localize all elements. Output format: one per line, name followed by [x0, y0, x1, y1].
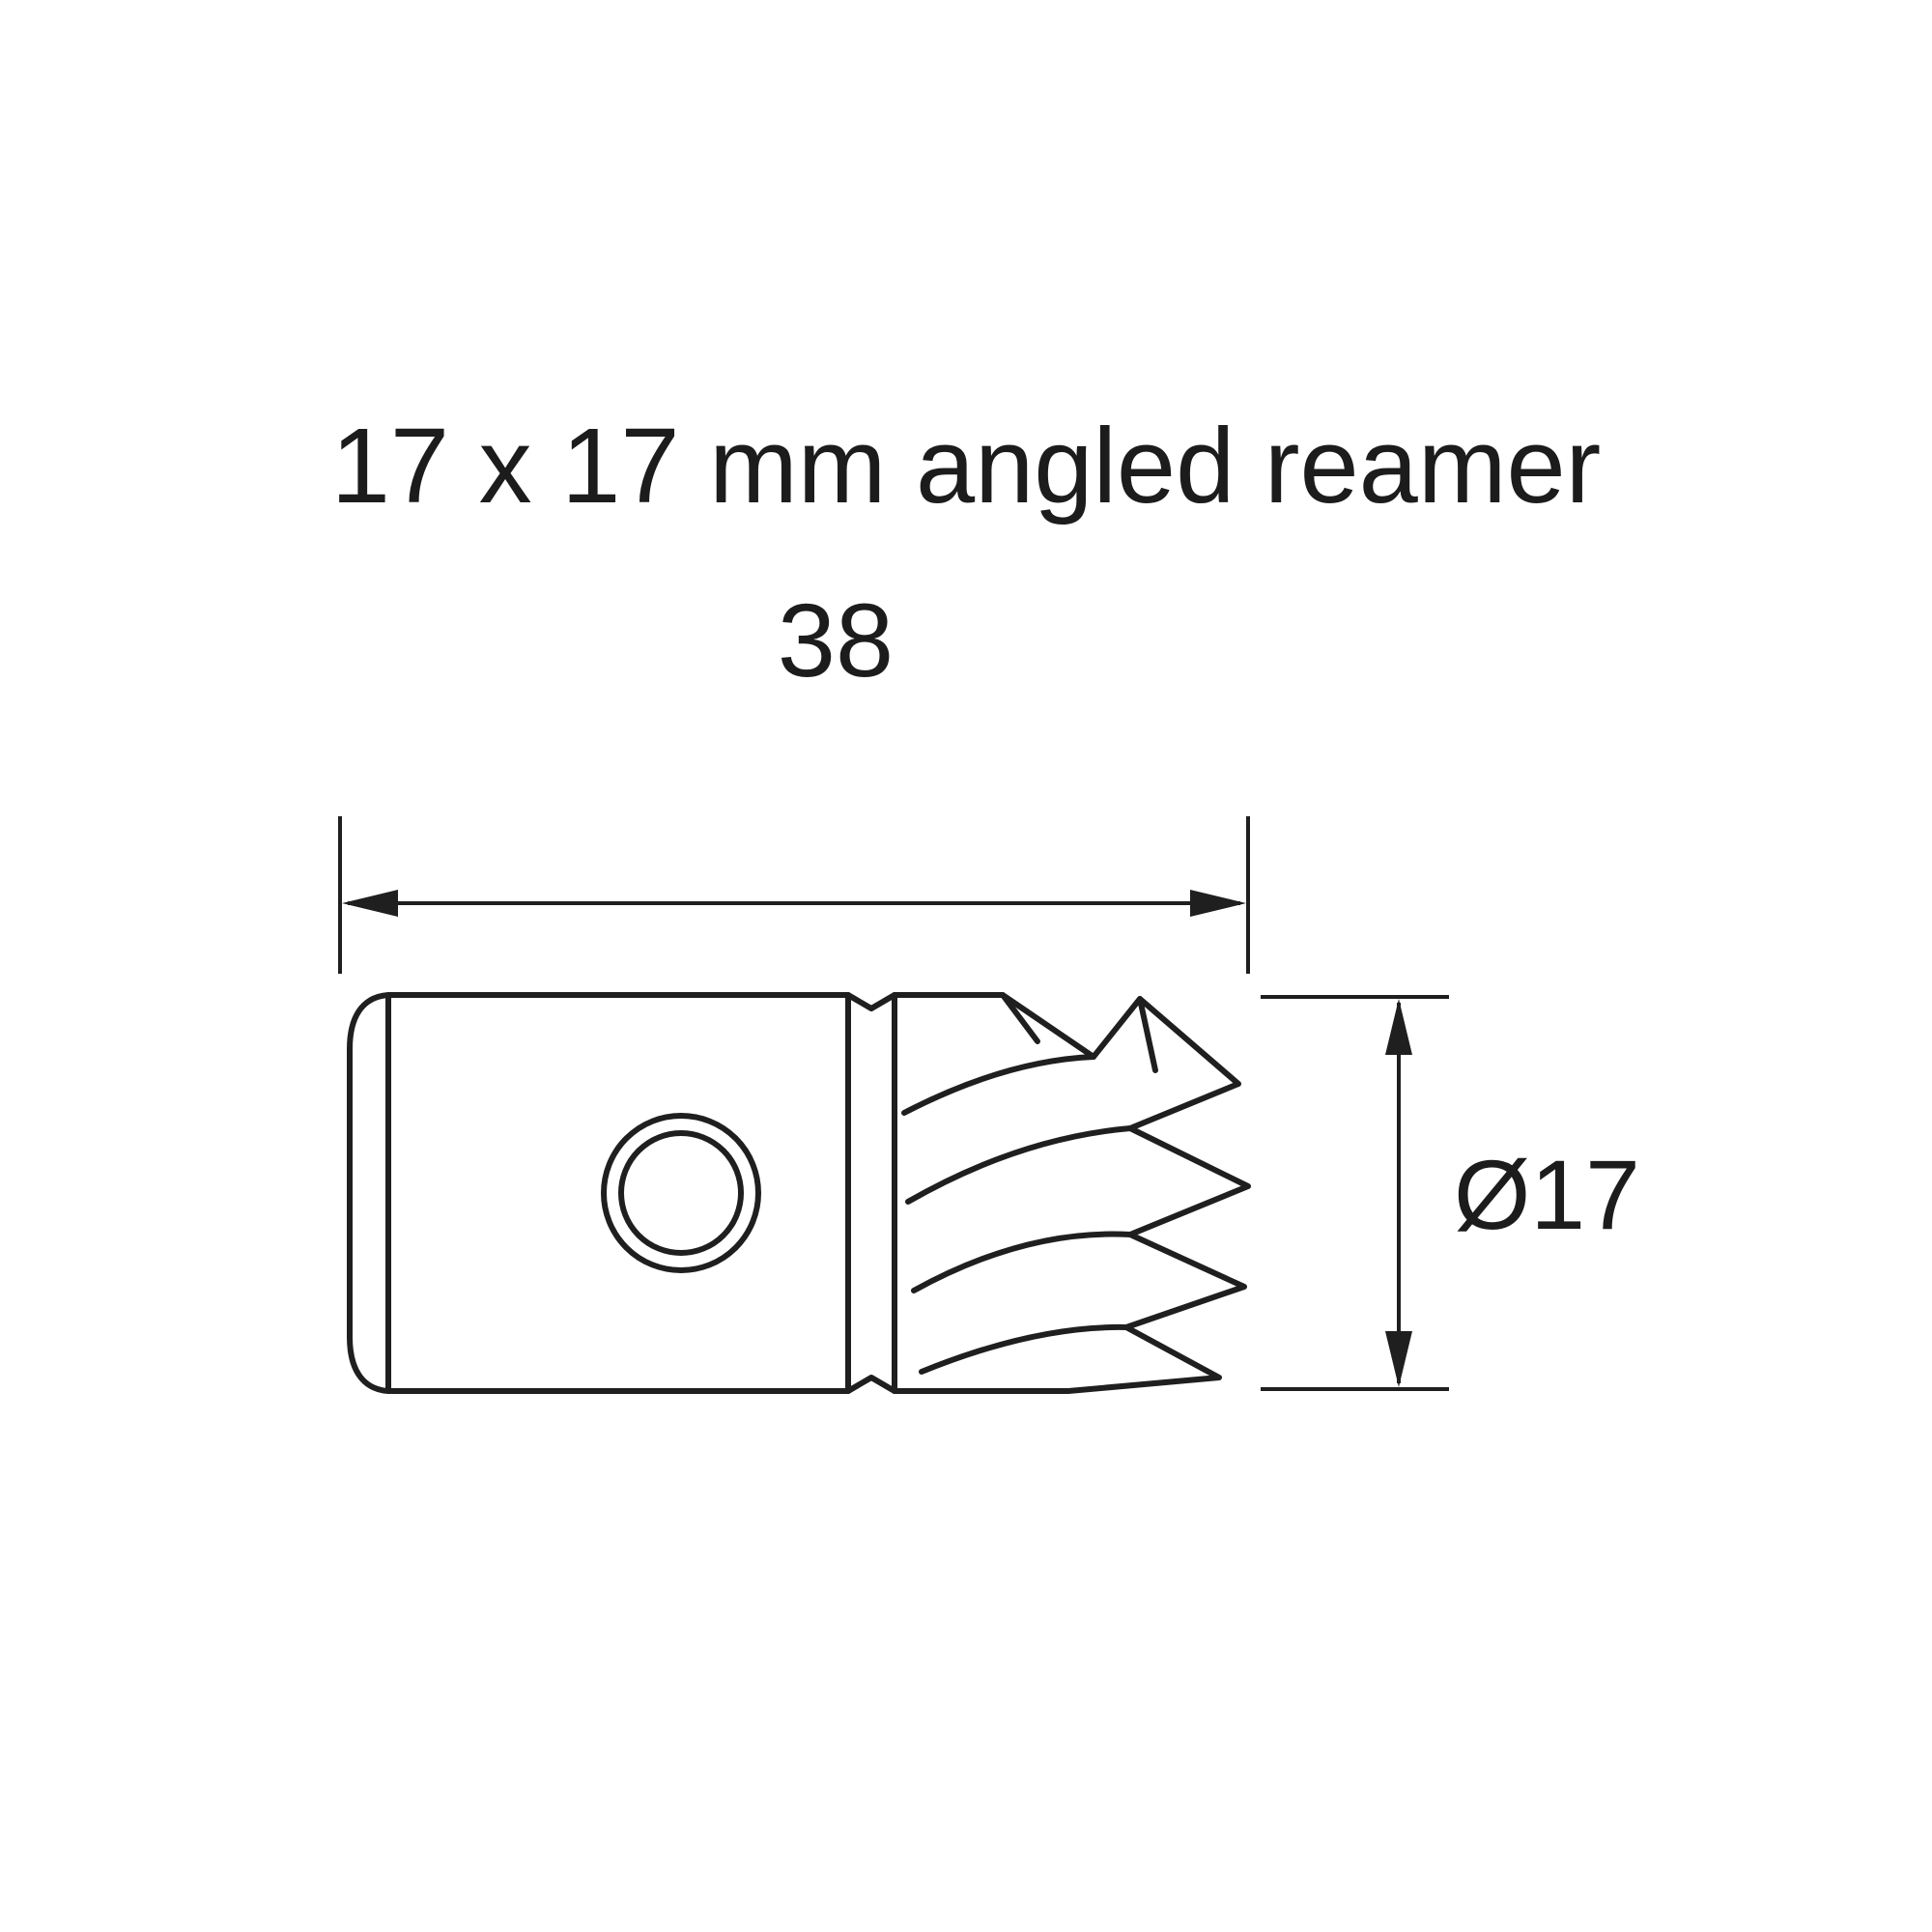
- shaft-outline: [347, 992, 851, 1394]
- cutter-head-outline: [892, 992, 1251, 1394]
- pin-hole-inner: [618, 1130, 744, 1256]
- dia-arrow-bottom: [1385, 1331, 1412, 1387]
- length-arrow-left: [342, 890, 398, 917]
- length-dimension-label: 38: [778, 582, 894, 698]
- dia-arrow-top: [1385, 999, 1412, 1055]
- cutter-flute-lines: [901, 992, 1158, 1375]
- diameter-dimension-label: Ø17: [1454, 1140, 1640, 1250]
- collar-top-notch: [845, 992, 897, 1011]
- drawing-title: 17 x 17 mm angled reamer: [331, 407, 1602, 526]
- length-arrow-right: [1190, 890, 1246, 917]
- collar-bottom-notch: [845, 1375, 897, 1394]
